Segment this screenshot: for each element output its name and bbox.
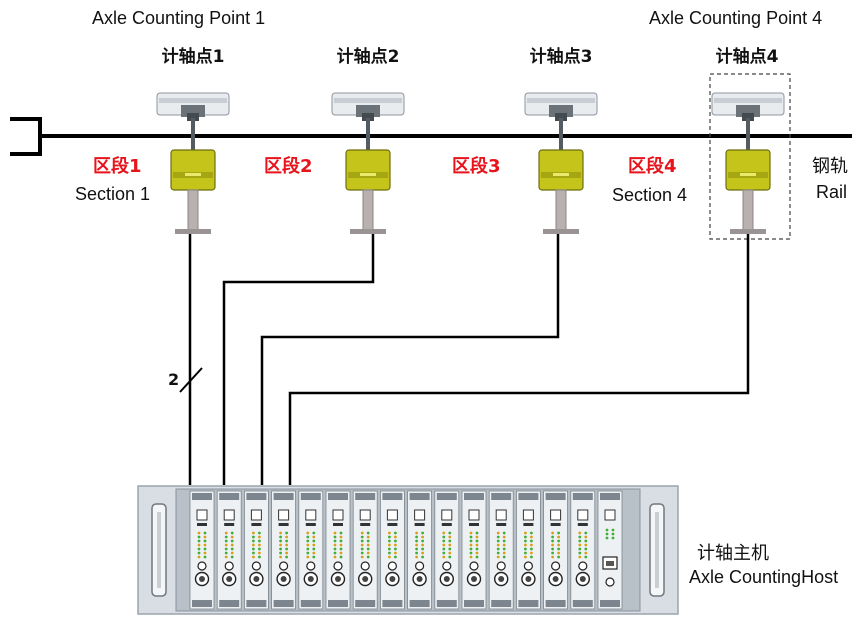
cable-point-3 <box>260 234 560 485</box>
axle-sensor-icon <box>524 92 598 234</box>
axle-sensor-icon <box>331 92 405 234</box>
rack-card <box>189 490 215 610</box>
rack-card <box>325 490 351 610</box>
rack-right-handle <box>649 503 665 597</box>
rail <box>10 117 852 156</box>
rack-card <box>243 490 269 610</box>
cable-count-slash <box>179 367 203 393</box>
axle-point-2-cn-label: 计轴点2 <box>336 47 400 67</box>
axle-sensor-icon <box>156 92 230 234</box>
rail-cn-label: 钢轨 <box>812 156 848 176</box>
rack-cards <box>189 490 623 610</box>
host-en-label: Axle CountingHost <box>689 567 839 587</box>
axle-point-1-cn-label: 计轴点1 <box>161 47 225 67</box>
axle-sensor-icon <box>711 92 785 234</box>
rack-card <box>516 490 541 610</box>
axle-point-4-en-label: Axle Counting Point 4 <box>649 8 823 28</box>
axle-counting-host-rack <box>137 485 679 615</box>
section-4-en-label: Section 4 <box>612 185 688 205</box>
section-1-en-label: Section 1 <box>75 184 151 204</box>
rack-card <box>434 490 460 610</box>
rack-card <box>352 490 378 610</box>
host-cn-label: 计轴主机 <box>697 543 769 563</box>
rack-card <box>570 490 596 610</box>
axle-point-4-cn-label: 计轴点4 <box>715 47 779 67</box>
rack-card <box>379 490 405 610</box>
cable-count-label: 2 <box>168 370 180 389</box>
rack-card <box>298 490 324 610</box>
rack-card <box>543 490 568 610</box>
axle-point-3-cn-label: 计轴点3 <box>529 47 593 67</box>
cable-point-4 <box>288 234 750 485</box>
section-4-cn-label: 区段4 <box>628 156 677 177</box>
section-2-cn-label: 区段2 <box>264 156 313 177</box>
cables <box>188 234 750 485</box>
rack-card <box>597 490 623 610</box>
rack-card <box>271 490 297 610</box>
point-4-highlight-box <box>709 73 791 240</box>
section-3-cn-label: 区段3 <box>452 156 501 177</box>
rack-card <box>461 490 487 610</box>
rack-card <box>216 490 242 610</box>
rack-card <box>407 490 433 610</box>
rack-left-handle <box>151 503 167 597</box>
section-1-cn-label: 区段1 <box>93 156 142 177</box>
axle-point-1-en-label: Axle Counting Point 1 <box>92 8 266 28</box>
cable-point-2 <box>222 234 375 485</box>
rail-en-label: Rail <box>816 182 848 202</box>
axle-sensors <box>156 92 785 234</box>
rack-card <box>488 490 514 610</box>
